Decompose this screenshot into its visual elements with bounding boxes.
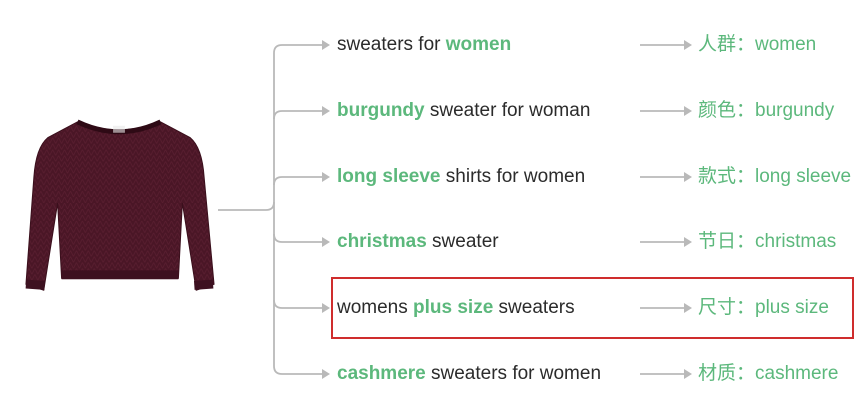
- root-connector: [218, 201, 275, 211]
- keyword-plain: sweaters for women: [425, 363, 602, 384]
- branch-arrow-icon: [322, 40, 330, 50]
- keyword-plain: sweaters for: [337, 34, 446, 55]
- attribute-arrow-icon: [684, 237, 692, 247]
- attribute-label: 颜色：burgundy: [698, 100, 835, 121]
- keyword-text: christmas sweater: [337, 224, 499, 260]
- branch-connector: [273, 299, 322, 309]
- keyword-text: womens plus size sweaters: [337, 290, 575, 326]
- attribute-arrow-icon: [684, 106, 692, 116]
- branch-arrow-icon: [322, 172, 330, 182]
- keyword-row: cashmere sweaters for women 材质：cashmere: [0, 356, 862, 392]
- branch-connector: [273, 176, 322, 186]
- attribute-arrow-icon: [684, 40, 692, 50]
- keyword-row: burgundy sweater for woman 颜色：burgundy: [0, 93, 862, 129]
- keyword-plain: sweater: [426, 231, 499, 252]
- keyword-plain: womens: [337, 297, 414, 318]
- keyword-row: sweaters for women 人群：women: [0, 27, 862, 63]
- keyword-highlight: christmas: [337, 231, 427, 252]
- keyword-plain: shirts for women: [440, 166, 586, 187]
- keyword-plain: sweater for woman: [424, 100, 591, 121]
- keyword-row: long sleeve shirts for women 款式：long slee…: [0, 159, 862, 195]
- keyword-highlight: women: [445, 34, 512, 55]
- attribute-arrow-icon: [684, 172, 692, 182]
- attribute-arrow-icon: [684, 303, 692, 313]
- attribute-arrow-icon: [684, 369, 692, 379]
- attribute-label: 材质：cashmere: [698, 363, 839, 384]
- branch-arrow-icon: [322, 303, 330, 313]
- keyword-text: cashmere sweaters for women: [337, 356, 601, 392]
- attribute-label: 节日：christmas: [698, 231, 837, 252]
- keyword-text: burgundy sweater for woman: [337, 93, 590, 129]
- keyword-highlight: long sleeve: [337, 166, 441, 187]
- branch-arrow-icon: [322, 106, 330, 116]
- keyword-text: sweaters for women: [337, 27, 511, 63]
- branch-connector: [273, 44, 322, 54]
- sweater-image: [25, 119, 215, 291]
- keyword-highlight: cashmere: [337, 363, 426, 384]
- branch-connector: [273, 233, 322, 243]
- keyword-row: christmas sweater 节日：christmas: [0, 224, 862, 260]
- keyword-highlight: plus size: [413, 297, 494, 318]
- attribute-label: 款式：long sleeve: [698, 166, 852, 187]
- keyword-row: womens plus size sweaters 尺寸：plus size: [0, 290, 862, 326]
- branch-connector: [273, 110, 322, 120]
- attribute-label: 尺寸：plus size: [698, 297, 829, 318]
- keyword-highlight: burgundy: [337, 100, 425, 121]
- attribute-label: 人群：women: [698, 34, 817, 55]
- keyword-plain: sweaters: [493, 297, 575, 318]
- branch-arrow-icon: [322, 369, 330, 379]
- highlight-box: [331, 277, 854, 339]
- branch-connector: [273, 365, 322, 375]
- keyword-text: long sleeve shirts for women: [337, 159, 585, 195]
- branch-arrow-icon: [322, 237, 330, 247]
